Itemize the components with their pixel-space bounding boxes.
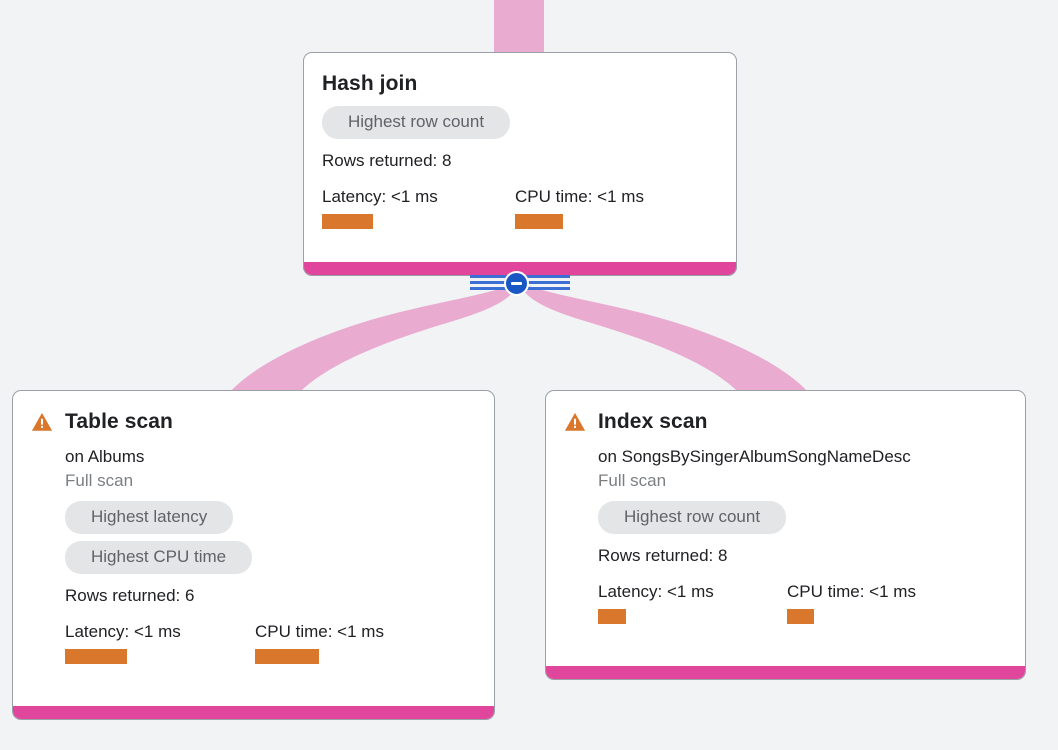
node-chips: Highest latency Highest CPU time bbox=[65, 501, 476, 581]
metric-cpu-time: CPU time: <1 ms bbox=[255, 622, 384, 664]
node-title-row: Index scan bbox=[564, 409, 1007, 435]
node-footer-bar bbox=[546, 666, 1025, 679]
metric-latency-label: Latency: <1 ms bbox=[65, 622, 181, 641]
metric-cpu-time-label: CPU time: <1 ms bbox=[787, 582, 916, 601]
node-index-scan[interactable]: Index scan on SongsBySingerAlbumSongName… bbox=[545, 390, 1026, 680]
node-title: Hash join bbox=[322, 72, 418, 95]
rows-returned: Rows returned: 8 bbox=[322, 151, 452, 170]
node-subtitle: on Albums bbox=[65, 447, 145, 466]
metric-cpu-time-bar bbox=[255, 649, 319, 664]
node-body: Hash join Highest row count Rows returne… bbox=[304, 53, 736, 262]
node-subnote: Full scan bbox=[65, 471, 134, 490]
node-chips: Highest row count bbox=[322, 106, 718, 146]
node-chips: Highest row count bbox=[598, 501, 1007, 541]
node-subnote: Full scan bbox=[598, 471, 667, 490]
metric-latency: Latency: <1 ms bbox=[322, 187, 515, 229]
node-title-row: Hash join bbox=[322, 71, 718, 97]
warning-triangle-icon bbox=[564, 412, 586, 431]
node-hash-join[interactable]: Hash join Highest row count Rows returne… bbox=[303, 52, 737, 276]
chip-highest-row-count[interactable]: Highest row count bbox=[322, 106, 511, 139]
metric-latency-label: Latency: <1 ms bbox=[322, 187, 438, 206]
chip-highest-row-count[interactable]: Highest row count bbox=[598, 501, 787, 534]
warning-triangle-icon bbox=[31, 412, 53, 431]
node-footer-bar bbox=[304, 262, 736, 275]
metric-cpu-time: CPU time: <1 ms bbox=[787, 582, 916, 624]
edge-hash-join-to-index-scan bbox=[519, 283, 808, 392]
node-title: Table scan bbox=[65, 410, 173, 433]
metric-latency: Latency: <1 ms bbox=[598, 582, 787, 624]
collapse-toggle-group[interactable] bbox=[470, 271, 570, 296]
metric-cpu-time-label: CPU time: <1 ms bbox=[515, 187, 644, 206]
metric-latency-bar bbox=[598, 609, 626, 624]
node-body: Index scan on SongsBySingerAlbumSongName… bbox=[546, 391, 1025, 666]
node-metrics: Latency: <1 ms CPU time: <1 ms bbox=[598, 582, 1007, 624]
edge-incoming-hash-join bbox=[494, 0, 544, 53]
metric-cpu-time-bar bbox=[787, 609, 814, 624]
node-metrics: Latency: <1 ms CPU time: <1 ms bbox=[65, 622, 476, 664]
node-body: Table scan on Albums Full scan Highest l… bbox=[13, 391, 494, 706]
metric-cpu-time: CPU time: <1 ms bbox=[515, 187, 644, 229]
node-table-scan[interactable]: Table scan on Albums Full scan Highest l… bbox=[12, 390, 495, 720]
metric-latency-bar bbox=[322, 214, 373, 229]
metric-latency-bar bbox=[65, 649, 127, 664]
minus-glyph bbox=[511, 282, 522, 285]
rows-returned: Rows returned: 8 bbox=[598, 546, 728, 565]
node-metrics: Latency: <1 ms CPU time: <1 ms bbox=[322, 187, 718, 229]
metric-latency-label: Latency: <1 ms bbox=[598, 582, 714, 601]
metric-cpu-time-bar bbox=[515, 214, 563, 229]
node-title-row: Table scan bbox=[31, 409, 476, 435]
node-subtitle: on SongsBySingerAlbumSongNameDesc bbox=[598, 447, 911, 466]
chip-highest-latency[interactable]: Highest latency bbox=[65, 501, 234, 534]
minus-icon[interactable] bbox=[504, 271, 529, 296]
node-title: Index scan bbox=[598, 410, 708, 433]
rows-returned: Rows returned: 6 bbox=[65, 586, 195, 605]
chip-highest-cpu-time[interactable]: Highest CPU time bbox=[65, 541, 253, 574]
node-footer-bar bbox=[13, 706, 494, 719]
metric-cpu-time-label: CPU time: <1 ms bbox=[255, 622, 384, 641]
edge-hash-join-to-table-scan bbox=[230, 283, 519, 392]
metric-latency: Latency: <1 ms bbox=[65, 622, 255, 664]
